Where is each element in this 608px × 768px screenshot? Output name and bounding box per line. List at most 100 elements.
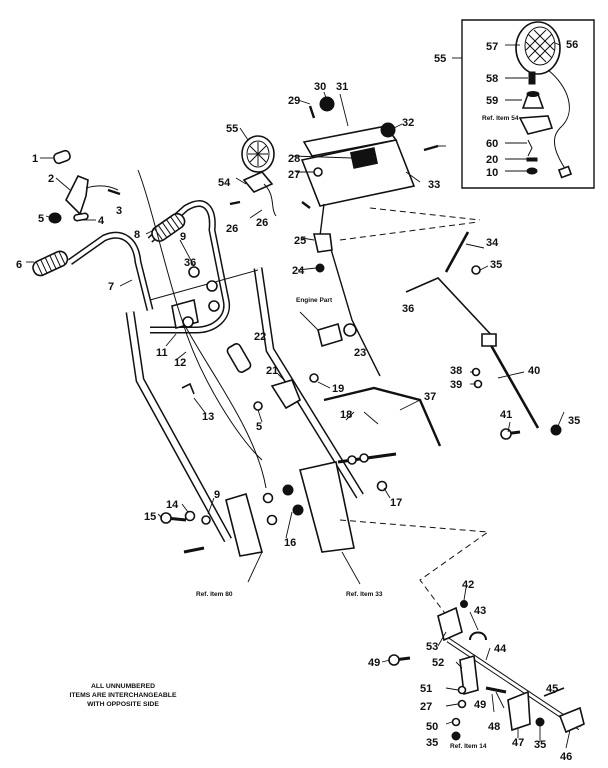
- label-42: 42: [462, 579, 474, 591]
- label-36b: 36: [402, 303, 414, 315]
- label-9b: 9: [214, 489, 220, 501]
- rod-40: [488, 340, 538, 428]
- label-46: 46: [560, 751, 572, 763]
- right-grip: [149, 211, 187, 244]
- note-line-1: ALL UNNUMBERED: [91, 683, 155, 690]
- screw-29: [310, 106, 314, 118]
- nut-35a: [472, 266, 480, 274]
- screw-26c: [230, 202, 240, 204]
- right-handle-bar-inner: [150, 204, 227, 330]
- headlight-grid: [248, 142, 268, 166]
- label-35d: 35: [534, 739, 546, 751]
- label-49b: 49: [474, 699, 486, 711]
- label-35a: 35: [490, 259, 502, 271]
- label-49: 49: [368, 657, 380, 669]
- label-20: 20: [486, 154, 498, 166]
- left-grip: [31, 249, 70, 278]
- label-41: 41: [500, 409, 512, 421]
- inset-lamp-base-top: [527, 92, 539, 97]
- dash-ref-33: [370, 208, 480, 220]
- bottom-bracket-right: [300, 462, 354, 552]
- inset-nut-10: [527, 168, 537, 174]
- label-24: 24: [292, 265, 305, 277]
- label-35b: 35: [568, 415, 580, 427]
- screw-3: [108, 190, 120, 194]
- label-26a: 26: [256, 217, 268, 229]
- knob-32: [381, 123, 395, 137]
- label-17: 17: [390, 497, 402, 509]
- handle-22: [226, 342, 252, 373]
- lower-handle-left: [130, 312, 228, 540]
- clutch-lever: [66, 176, 88, 214]
- nut-16d: [264, 494, 273, 503]
- screw-26b: [302, 202, 310, 208]
- inset-screw-60: [528, 140, 532, 156]
- label-9: 9: [180, 231, 186, 243]
- label-23: 23: [354, 347, 366, 359]
- note-line-3: WITH OPPOSITE SIDE: [87, 701, 159, 708]
- callout-ref-80: Ref. Item 80: [196, 591, 233, 598]
- left-grip-ridges: [36, 251, 65, 275]
- inset-frame: [462, 20, 594, 188]
- bottom-bracket-left: [226, 494, 262, 556]
- inset-lamp-lens: [525, 27, 555, 65]
- rod-36: [406, 278, 496, 340]
- nut-35b: [551, 425, 561, 435]
- label-43: 43: [474, 605, 486, 617]
- right-grip-ridges: [154, 214, 183, 241]
- callout-engine-part: Engine Part: [296, 297, 333, 304]
- bracket-47: [508, 692, 530, 730]
- label-50: 50: [426, 721, 438, 733]
- headlight-bracket-54: [244, 172, 272, 192]
- label-39: 39: [450, 379, 462, 391]
- bolt-15-head: [161, 513, 171, 523]
- nut-42: [461, 601, 468, 608]
- nut-5b: [254, 402, 262, 410]
- label-34: 34: [486, 237, 499, 249]
- washer-27b: [459, 701, 466, 708]
- label-33: 33: [428, 179, 440, 191]
- headlight-lens: [247, 141, 269, 167]
- callout-ref-33: Ref. Item 33: [346, 591, 383, 598]
- label-5: 5: [38, 213, 44, 225]
- label-36: 36: [184, 257, 196, 269]
- label-31: 31: [336, 81, 348, 93]
- label-13: 13: [202, 411, 214, 423]
- bracket-25: [314, 234, 332, 252]
- label-58: 58: [486, 73, 498, 85]
- headlight-wire: [264, 184, 276, 216]
- inset-light-detail: [452, 20, 594, 188]
- callout-numbers: 1 2 3 4 5 6 7 8 9 36 11 12 13 5 14 9 15 …: [16, 39, 580, 763]
- label-2: 2: [48, 173, 54, 185]
- engine-part-23: [318, 324, 342, 346]
- bolt-41-head: [501, 429, 511, 439]
- nut-35d: [536, 718, 544, 726]
- label-14: 14: [166, 499, 179, 511]
- label-59: 59: [486, 95, 498, 107]
- label-5b: 5: [256, 421, 262, 433]
- label-55a: 55: [226, 123, 238, 135]
- washer-50: [453, 719, 460, 726]
- left-handle-bar-inner: [70, 235, 150, 310]
- label-16: 16: [284, 537, 296, 549]
- inset-leaders: [505, 43, 560, 171]
- label-40: 40: [528, 365, 540, 377]
- label-29: 29: [288, 95, 300, 107]
- inset-wire: [548, 70, 569, 170]
- rod-25: [320, 204, 380, 376]
- lower-handle-right-inner: [258, 268, 360, 496]
- label-57: 57: [486, 41, 498, 53]
- washer-9: [202, 516, 210, 524]
- label-51: 51: [420, 683, 432, 695]
- label-47: 47: [512, 737, 524, 749]
- label-10: 10: [486, 167, 498, 179]
- nut-24: [316, 264, 324, 272]
- nut-5: [49, 213, 61, 223]
- dash-ref-34: [340, 222, 478, 240]
- panel-top: [304, 126, 396, 156]
- nut-16c: [268, 516, 277, 525]
- bolt-lower: [184, 548, 204, 552]
- inset-washer-20: [527, 158, 537, 161]
- callout-ref-54: Ref. Item 54: [482, 115, 519, 122]
